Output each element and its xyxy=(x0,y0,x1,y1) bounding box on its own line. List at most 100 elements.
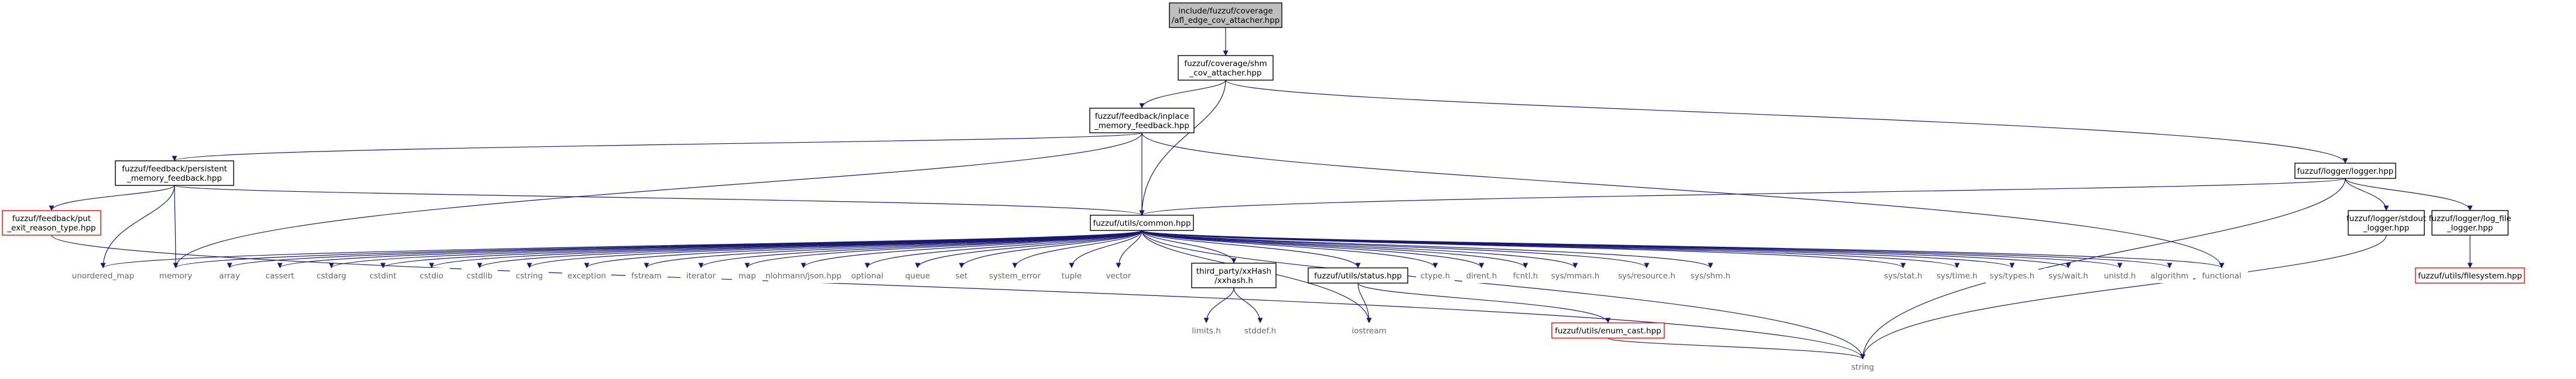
node-common[interactable]: fuzzuf/utils/common.hpp xyxy=(1090,215,1194,231)
node-box xyxy=(680,268,721,283)
node-putexit[interactable]: fuzzuf/feedback/put_exit_reason_type.hpp xyxy=(2,210,101,236)
edge-common-to-tuple xyxy=(1069,230,1142,268)
edge-common-to-functional xyxy=(1141,230,2225,268)
node-label-line: fuzzuf/coverage/shm xyxy=(1184,59,1267,68)
edge-logger-to-logfile xyxy=(2345,178,2473,211)
edge-line xyxy=(864,230,1142,268)
edge-line xyxy=(1203,287,1234,323)
node-systypes: sys/types.h xyxy=(1986,268,2038,283)
node-label-line: map xyxy=(738,271,756,281)
node-box xyxy=(2146,268,2193,283)
node-status[interactable]: fuzzuf/utils/status.hpp xyxy=(1308,267,1408,284)
node-label-line: dirent.h xyxy=(1466,271,1497,281)
node-label-line: functional xyxy=(2202,271,2241,281)
node-label-line: fuzzuf/utils/status.hpp xyxy=(1314,271,1402,281)
node-set: set xyxy=(948,268,975,283)
node-label-line: system_error xyxy=(989,271,1041,281)
edge-common-to-json xyxy=(800,230,1142,268)
edge-line xyxy=(100,185,175,268)
node-label-line: unordered_map xyxy=(72,271,134,281)
node-box xyxy=(154,268,197,283)
node-box xyxy=(115,160,234,186)
node-shm[interactable]: fuzzuf/coverage/shm_cov_attacher.hpp xyxy=(1178,55,1274,81)
edge-line xyxy=(1141,230,2071,268)
node-label-line: cstdlib xyxy=(467,271,492,281)
edge-line xyxy=(1225,80,2348,164)
node-sysstat: sys/stat.h xyxy=(1880,268,1927,283)
node-box xyxy=(625,268,668,283)
edge-line xyxy=(227,230,1142,268)
edge-line xyxy=(51,235,1866,360)
node-label-line: sys/stat.h xyxy=(1884,271,1922,281)
node-label-line: _memory_feedback.hpp xyxy=(1094,121,1189,130)
node-box xyxy=(1612,268,1681,283)
node-label-line: /xxhash.h xyxy=(1215,276,1253,285)
node-label-line: sys/time.h xyxy=(1937,271,1978,281)
node-ctype: ctype.h xyxy=(1416,268,1455,283)
node-json: nlohmann/json.hpp xyxy=(765,268,841,283)
node-label-line: _logger.hpp xyxy=(2447,223,2493,233)
node-enumcast[interactable]: fuzzuf/utils/enum_cast.hpp xyxy=(1551,322,1665,339)
node-label-line: cstdio xyxy=(420,271,443,281)
node-syswait: sys/wait.h xyxy=(2044,268,2092,283)
node-box xyxy=(768,268,839,283)
node-limits: limits.h xyxy=(1185,323,1227,338)
node-cstdio: cstdio xyxy=(413,268,450,283)
edge-line xyxy=(173,185,179,268)
node-label-line: sys/resource.h xyxy=(1618,271,1675,281)
node-box xyxy=(2294,163,2396,179)
node-cstdlib: cstdlib xyxy=(461,268,498,283)
node-fcntl: fcntl.h xyxy=(1508,268,1543,283)
edge-shm-to-common xyxy=(1139,80,1226,216)
node-iterator: iterator xyxy=(680,268,721,283)
edge-enumcast-to-string xyxy=(1607,337,1866,360)
node-label-line: third_party/xxHash xyxy=(1196,267,1271,276)
node-label-line: _exit_reason_type.hpp xyxy=(6,223,95,233)
edge-line xyxy=(1141,230,1866,360)
node-logfile[interactable]: fuzzuf/logger/log_file_logger.hpp xyxy=(2429,210,2512,236)
edge-common-to-vector xyxy=(1116,230,1142,268)
node-label-line: limits.h xyxy=(1192,326,1221,336)
node-logger[interactable]: fuzzuf/logger/logger.hpp xyxy=(2294,163,2396,179)
node-fstream: fstream xyxy=(625,268,668,283)
edge-status-to-enumcast xyxy=(1357,282,1611,323)
edge-persistent-to-unordered_map xyxy=(100,185,175,268)
edge-line xyxy=(49,185,175,211)
node-memory: memory xyxy=(154,268,197,283)
edge-common-to-mman xyxy=(1141,230,1578,268)
edge-line xyxy=(173,132,1142,268)
edge-status-to-iostream xyxy=(1357,282,1372,323)
node-system-error: system_error xyxy=(984,268,1045,283)
node-box xyxy=(1548,268,1602,283)
node-array: array xyxy=(212,268,247,283)
node-box xyxy=(2195,268,2248,283)
edge-logger-to-common xyxy=(1140,178,2346,216)
edge-putexit-to-string xyxy=(51,235,1866,360)
edge-line xyxy=(959,230,1142,268)
node-xxhash[interactable]: third_party/xxHash/xxhash.h xyxy=(1191,263,1277,288)
node-inplace[interactable]: fuzzuf/feedback/inplace_memory_feedback.… xyxy=(1089,108,1195,133)
node-box xyxy=(1508,268,1543,283)
edges-layer xyxy=(49,27,2473,360)
node-box xyxy=(364,268,402,283)
node-label-line: fuzzuf/logger/logger.hpp xyxy=(2297,167,2394,176)
node-box xyxy=(311,268,352,283)
node-persistent[interactable]: fuzzuf/feedback/persistent_memory_feedba… xyxy=(115,160,234,186)
edge-common-to-array xyxy=(227,230,1142,268)
node-label-line: cstring xyxy=(516,271,543,281)
edge-common-to-syswait xyxy=(1141,230,2071,268)
node-box xyxy=(461,268,498,283)
edge-shm-to-inplace xyxy=(1139,80,1226,109)
edge-line xyxy=(1233,287,1263,323)
node-stdout[interactable]: fuzzuf/logger/stdout_logger.hpp xyxy=(2346,210,2426,236)
node-label-line: cstdarg xyxy=(317,271,346,281)
edge-line xyxy=(1116,230,1142,268)
node-label-line: fuzzuf/feedback/persistent xyxy=(122,164,227,174)
node-box xyxy=(1880,268,1927,283)
node-box xyxy=(2431,210,2509,236)
node-box xyxy=(1191,263,1277,288)
node-filesystem[interactable]: fuzzuf/utils/filesystem.hpp xyxy=(2415,267,2525,284)
node-box xyxy=(1090,215,1194,231)
node-queue: queue xyxy=(899,268,936,283)
